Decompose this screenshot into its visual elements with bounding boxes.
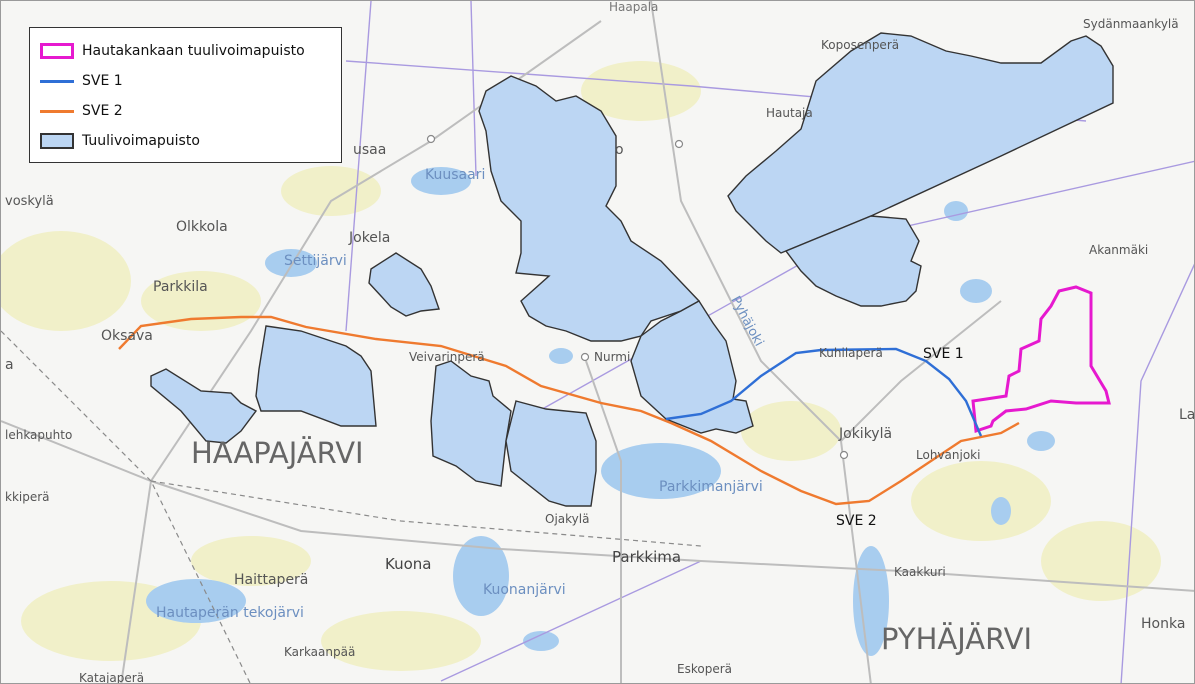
place-label-top: Haapala [609, 1, 658, 14]
water-bodies [146, 167, 1055, 656]
map-legend: Hautakankaan tuulivoimapuisto SVE 1 SVE … [29, 27, 342, 163]
sve1-line-swatch [40, 79, 74, 83]
wind-area-8 [727, 32, 1114, 254]
place-label-pyhajoki: Pyhäjoki [727, 294, 766, 349]
place-label-lehkapuhto: lehkapuhto [5, 428, 72, 442]
place-label-voskyla: voskylä [5, 194, 54, 209]
place-label-eskopera: Eskoperä [677, 662, 732, 676]
sve2-route [118, 315, 1020, 506]
place-label-kaakkuri: Kaakkuri [894, 565, 946, 579]
legend-label-wind-area: Tuulivoimapuisto [82, 133, 200, 149]
place-label-akanmaki: Akanmäki [1089, 243, 1148, 257]
wind-area-3 [368, 252, 440, 317]
place-label-hautaperan-tekojarvi: Hautaperän tekojärvi [156, 605, 304, 621]
wind-area-7 [630, 300, 754, 434]
legend-item-sve2: SVE 2 [40, 100, 123, 122]
sve2-route-label: SVE 2 [836, 513, 877, 529]
wind-area-swatch [40, 133, 74, 149]
place-label-settijarvi: Settijärvi [284, 253, 347, 269]
place-label-haittapera: Haittaperä [234, 572, 308, 588]
place-label-usaa: usaa [353, 142, 386, 158]
place-label-oksava: Oksava [101, 328, 153, 344]
place-label-parkkila: Parkkila [153, 279, 208, 295]
legend-item-wind-area: Tuulivoimapuisto [40, 130, 200, 152]
sve1-route-label: SVE 1 [923, 346, 964, 362]
place-label-olkkola: Olkkola [176, 219, 228, 235]
park-outline-swatch [40, 43, 74, 59]
place-label-a: a [5, 357, 14, 373]
sve1-route [665, 347, 983, 437]
legend-label-park: Hautakankaan tuulivoimapuisto [82, 43, 305, 59]
place-label-jokela: Jokela [348, 230, 390, 246]
place-label-la: La [1179, 407, 1195, 423]
place-label-kkipera: kkiperä [5, 490, 50, 504]
point-markers [426, 134, 849, 460]
wind-farm-areas [150, 32, 1114, 507]
place-label-ojakyla: Ojakylä [545, 512, 589, 526]
wind-area-1 [150, 368, 258, 444]
railway [1, 330, 702, 683]
place-label-kuhilapera: Kuhilaperä [819, 346, 883, 360]
place-label-katajapera: Katajaperä [79, 671, 144, 684]
place-label-nurmi: Nurmi [594, 350, 630, 364]
legend-item-sve1: SVE 1 [40, 70, 123, 92]
wind-area-4 [430, 360, 512, 487]
place-label-sydanmaankyla: Sydänmaankylä [1083, 17, 1179, 31]
place-label-lohvanjoki: Lohvanjoki [916, 448, 980, 462]
wind-area-2 [255, 325, 377, 427]
place-label-koposenpera: Koposenperä [821, 38, 899, 52]
place-label-kuona: Kuona [385, 555, 431, 573]
wind-area-5 [505, 400, 597, 507]
place-label-karkaanpaa: Karkaanpää [284, 645, 355, 659]
place-label-veivarinpera: Veivarinperä [409, 350, 485, 364]
legend-item-park: Hautakankaan tuulivoimapuisto [40, 40, 305, 62]
place-label-parkkima: Parkkima [612, 548, 681, 566]
place-label-o: o [615, 142, 624, 158]
legend-label-sve2: SVE 2 [82, 103, 123, 119]
sve2-line-swatch [40, 109, 74, 113]
legend-label-sve1: SVE 1 [82, 73, 123, 89]
hautakangas-park-outline [971, 285, 1111, 434]
place-label-hautaja: Hautaja [766, 106, 813, 120]
place-label-kuusaari: Kuusaari [425, 167, 485, 183]
wind-area-9 [784, 215, 922, 307]
field-areas [1, 61, 1161, 671]
place-label-jokikyla: Jokikylä [838, 426, 892, 442]
place-label-haapajarvi: HAAPAJÄRVI [191, 436, 364, 470]
place-label-kuonanjarvi: Kuonanjärvi [483, 582, 566, 598]
place-label-honka: Honka [1141, 616, 1185, 632]
place-label-pyhajarvi: PYHÄJÄRVI [881, 622, 1032, 656]
place-label-parkkimanjarvi: Parkkimanjärvi [659, 479, 763, 495]
